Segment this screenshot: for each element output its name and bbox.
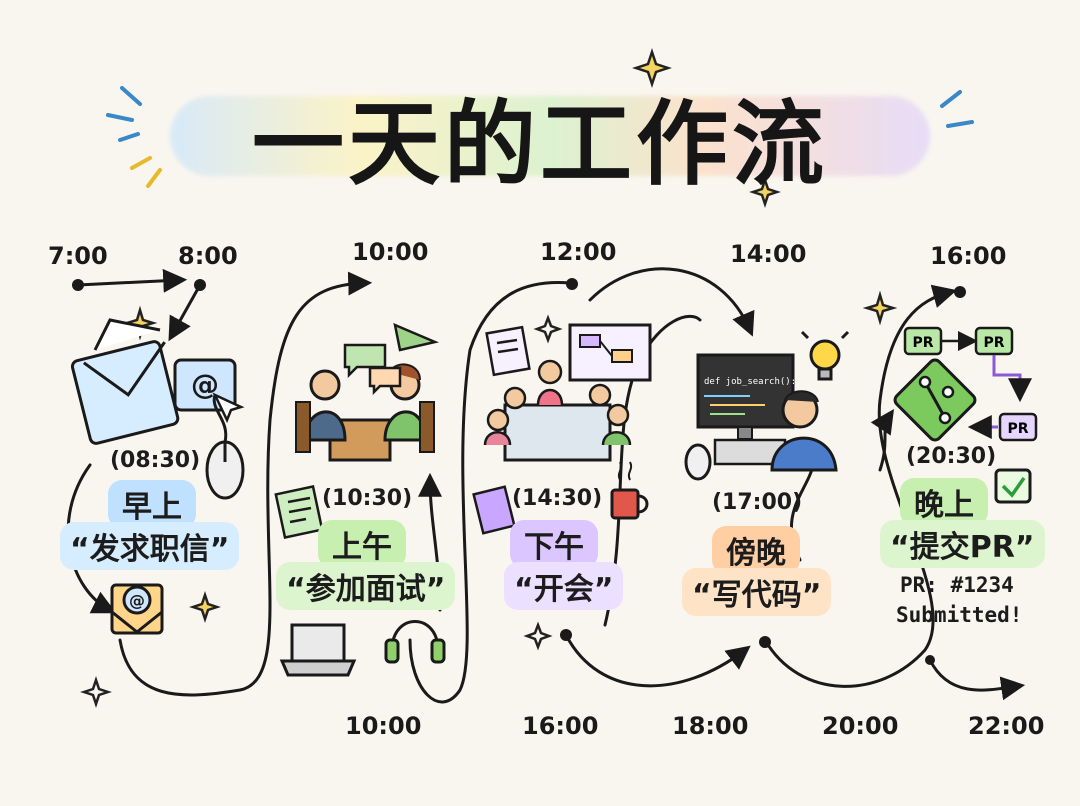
timeline-path xyxy=(66,267,1026,704)
checkbox-icon xyxy=(994,468,1032,504)
burst-lines-decoration xyxy=(106,86,974,142)
time-label-bottom-1: 16:00 xyxy=(522,712,599,740)
title-highlight xyxy=(170,96,930,176)
task-3-period: 傍晚 xyxy=(712,526,800,574)
task-1-period: 上午 xyxy=(318,520,406,568)
svg-text:def job_search():: def job_search(): xyxy=(704,377,796,387)
git-icon xyxy=(893,358,977,442)
task-2-clock: (14:30) xyxy=(512,486,603,511)
task-1-clock: (10:30) xyxy=(322,486,413,511)
task-3-label: “写代码” xyxy=(682,568,832,616)
interview-scene-icon xyxy=(295,322,440,462)
mouse-icon-2 xyxy=(684,443,712,481)
time-label-top-0: 7:00 xyxy=(48,242,108,270)
task-4-label: “提交PR” xyxy=(880,520,1045,568)
svg-text:PR: PR xyxy=(983,335,1004,351)
task-0-period: 早上 xyxy=(108,480,196,528)
at-sign-badge-icon: @ xyxy=(173,358,245,424)
svg-text:PR: PR xyxy=(912,335,933,351)
headset-icon xyxy=(384,620,446,664)
task-4-clock: (20:30) xyxy=(906,444,997,469)
clipboard-icon xyxy=(485,325,531,377)
task-1-label: “参加面试” xyxy=(276,562,456,610)
small-envelope-icon: @ xyxy=(110,583,164,635)
task-2-period: 下午 xyxy=(510,520,598,568)
page-title: 一天的工作流 xyxy=(251,91,828,198)
time-label-top-3: 12:00 xyxy=(540,238,617,266)
time-label-bottom-2: 18:00 xyxy=(672,712,749,740)
notebook-icon xyxy=(472,485,516,535)
mouse-icon xyxy=(205,394,245,500)
time-label-top-5: 16:00 xyxy=(930,242,1007,270)
task-3-clock: (17:00) xyxy=(712,490,803,515)
timeline-nodes xyxy=(72,278,966,665)
task-0-clock: (08:30) xyxy=(110,448,201,473)
svg-text:@: @ xyxy=(129,591,145,610)
computer-monitor-icon: def job_search(): xyxy=(696,353,838,472)
pr-note-line1: PR: #1234 xyxy=(900,573,1014,597)
pr-note-line2: Submitted! xyxy=(896,603,1023,627)
time-label-bottom-3: 20:00 xyxy=(822,712,899,740)
envelope-icon xyxy=(70,318,180,445)
pr-flow-diagram: PR PR PR xyxy=(903,326,1038,442)
laptop-icon xyxy=(279,623,357,677)
time-label-bottom-4: 22:00 xyxy=(968,712,1045,740)
time-label-bottom-0: 10:00 xyxy=(345,712,422,740)
light-bulb-icon xyxy=(800,330,850,381)
meeting-scene-icon xyxy=(483,323,652,462)
task-0-label: “发求职信” xyxy=(60,522,240,570)
sparkle-icon xyxy=(80,48,898,708)
task-4-period: 晚上 xyxy=(900,478,988,526)
document-icon xyxy=(274,485,324,539)
burst-lines-yellow-decoration xyxy=(130,156,162,188)
task-2-label: “开会” xyxy=(504,562,624,610)
time-label-top-4: 14:00 xyxy=(730,240,807,268)
time-label-top-1: 8:00 xyxy=(178,242,238,270)
time-label-top-2: 10:00 xyxy=(352,238,429,266)
coffee-cup-icon xyxy=(610,461,649,520)
svg-text:PR: PR xyxy=(1007,421,1028,437)
